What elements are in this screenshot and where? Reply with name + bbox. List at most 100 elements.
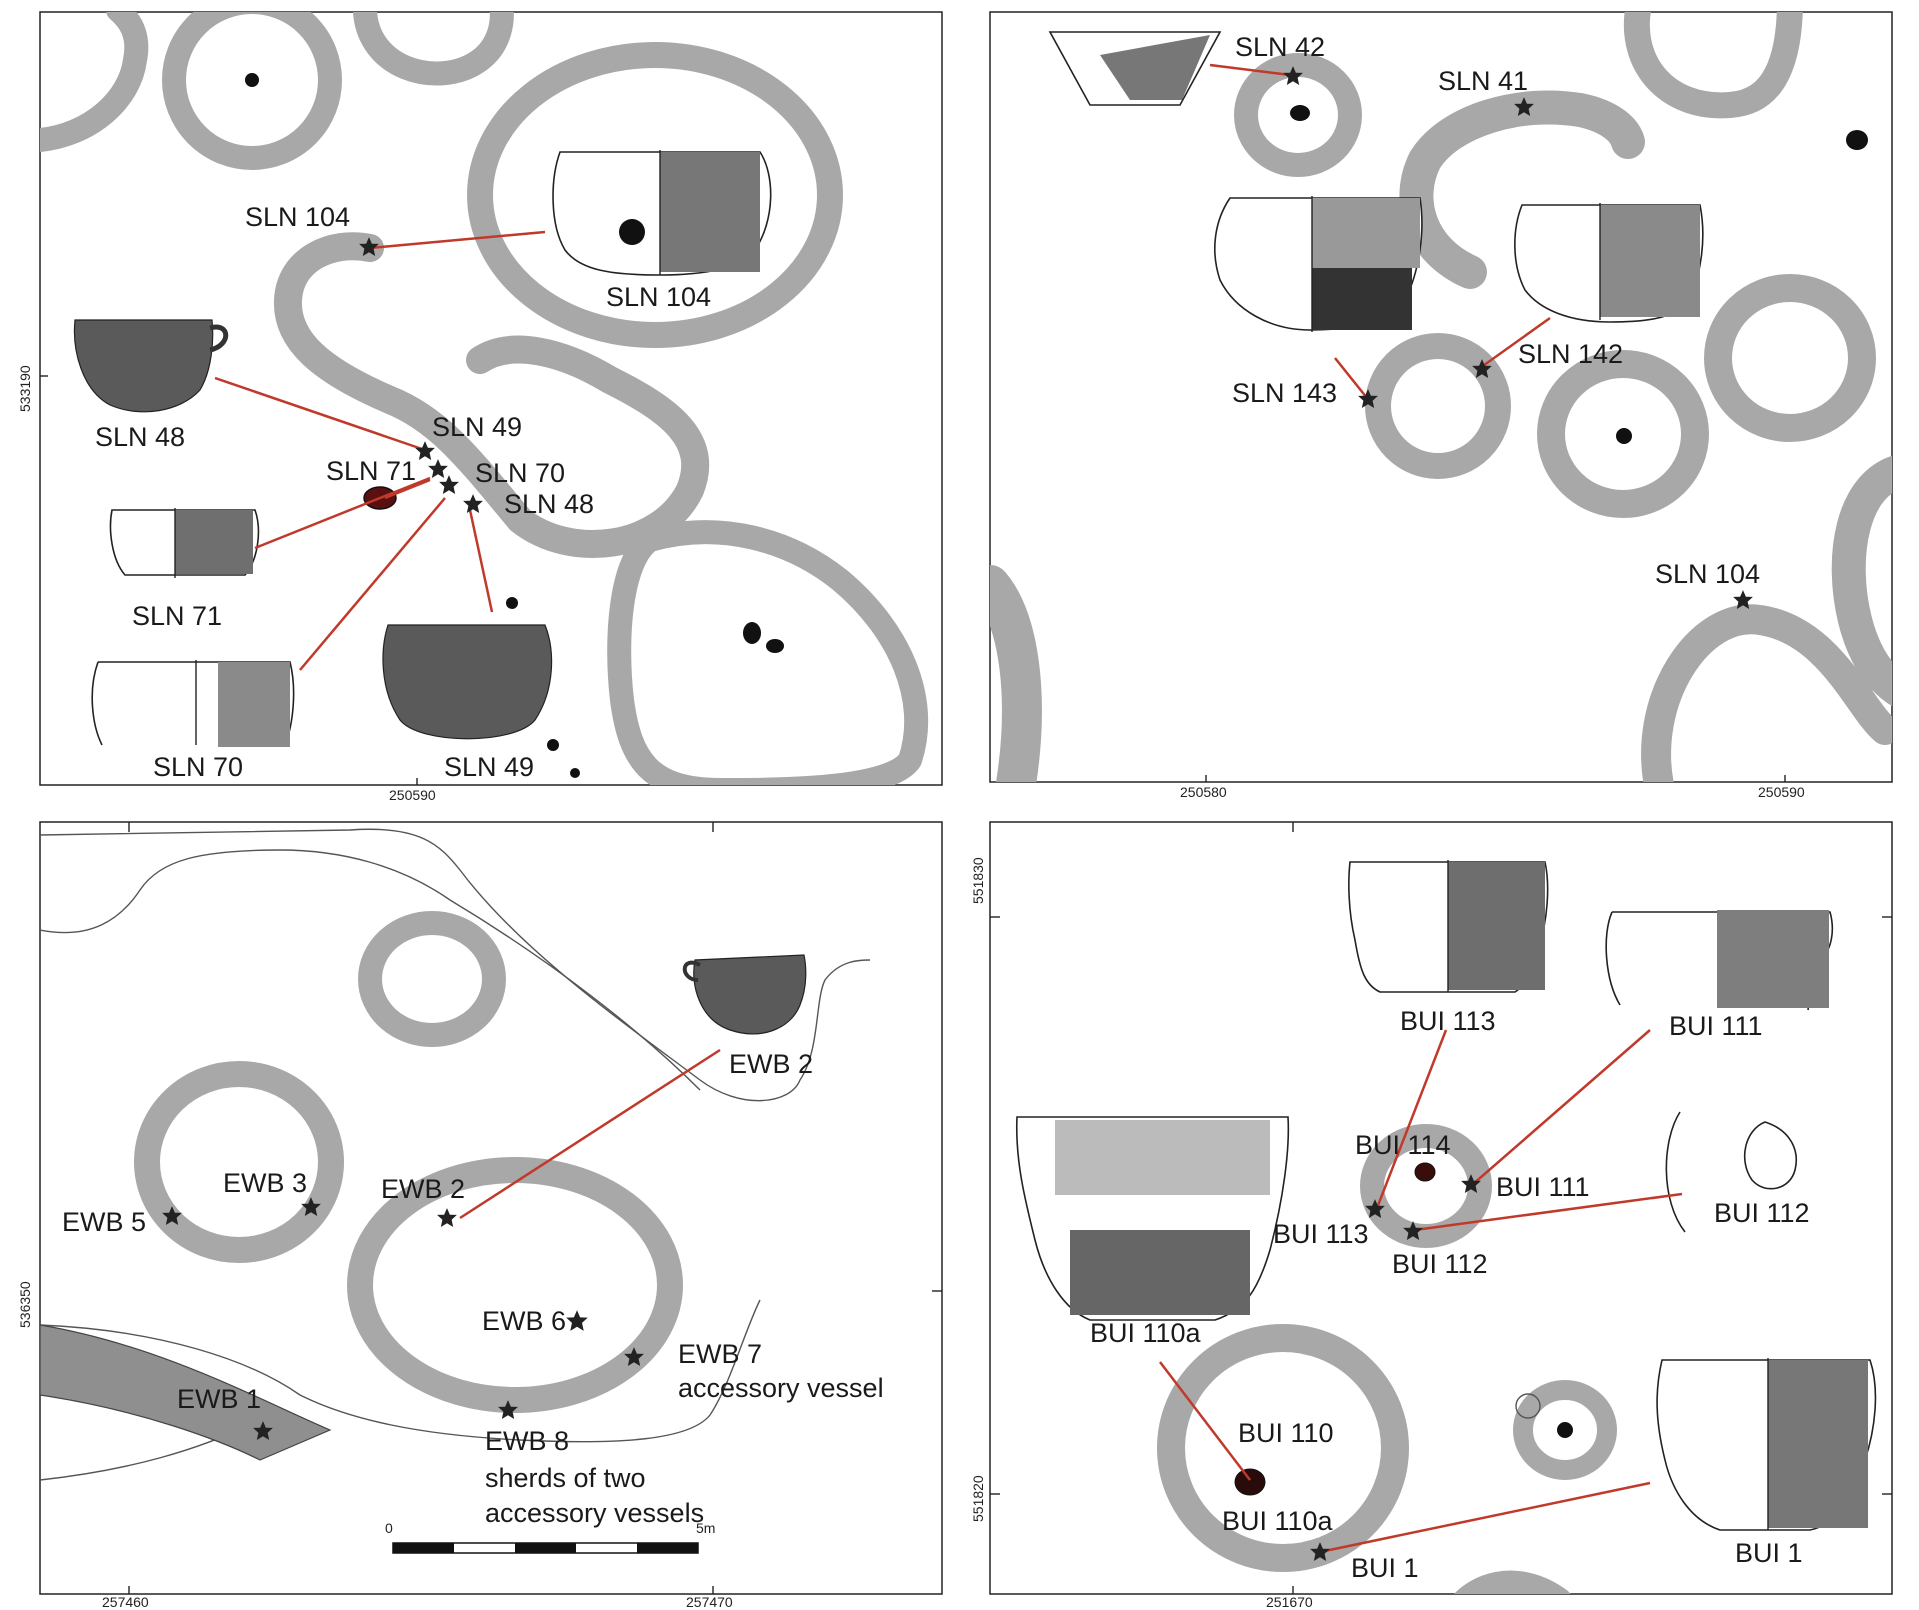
ditch-ring <box>134 1061 344 1263</box>
dot-icon <box>570 768 580 778</box>
coord-y2: 551820 <box>970 1475 986 1522</box>
ditch-ring <box>358 911 506 1047</box>
coord-x2: 250590 <box>1758 784 1805 800</box>
dot-icon <box>1846 130 1868 150</box>
posthole-outline <box>1515 1393 1541 1419</box>
excavation-outline <box>40 1299 761 1443</box>
label-ewb-7-note: accessory vessel <box>678 1373 884 1403</box>
dot-icon <box>766 639 784 653</box>
label-sln-71: SLN 71 <box>326 456 416 486</box>
ditch-ring <box>162 12 342 170</box>
dot-icon <box>1616 428 1632 444</box>
ditch-winding <box>273 232 710 558</box>
pot-icon <box>1048 31 1222 106</box>
link-lines <box>1209 63 1551 399</box>
panel-a: SLN 104 SLN 104 SLN 48 SLN 49 SLN 71 SLN… <box>17 11 943 803</box>
ditch-ring-partial <box>1831 455 1892 706</box>
panel-c: EWB 2 EWB 3 EWB 5 EWB 2 EWB 6 EWB 7 acce… <box>17 821 943 1610</box>
ditch-ring-partial <box>990 565 1042 782</box>
label-bui-113-pot: BUI 113 <box>1400 1006 1496 1036</box>
label-sln-49: SLN 49 <box>432 412 522 442</box>
label-bui-111: BUI 111 <box>1496 1172 1590 1202</box>
ditch-enclosure <box>607 520 929 785</box>
pot-icon <box>1656 1358 1877 1531</box>
coord-y: 536350 <box>17 1281 33 1328</box>
scale-end: 5m <box>696 1520 715 1536</box>
label-bui-110a-pot: BUI 110a <box>1090 1318 1202 1348</box>
label-bui-110a: BUI 110a <box>1222 1506 1334 1536</box>
label-bui-1-pot: BUI 1 <box>1735 1538 1803 1568</box>
label-sln-71-pot: SLN 71 <box>132 601 222 631</box>
pot-icon <box>382 624 553 740</box>
dot-icon <box>547 739 559 751</box>
pot-icon <box>1665 1111 1797 1233</box>
label-bui-113: BUI 113 <box>1273 1219 1369 1249</box>
scale-bar: 0 5m <box>385 1520 715 1554</box>
dot-icon <box>743 622 761 644</box>
pot-icon <box>73 319 229 413</box>
label-sln-142: SLN 142 <box>1518 339 1623 369</box>
label-sln-104: SLN 104 <box>1655 559 1760 589</box>
label-bui-114: BUI 114 <box>1355 1130 1451 1160</box>
coord-x: 251670 <box>1266 1594 1313 1610</box>
label-sln-49-pot: SLN 49 <box>444 752 534 782</box>
label-sln-70: SLN 70 <box>475 458 565 488</box>
label-bui-112: BUI 112 <box>1392 1249 1488 1279</box>
ditch-ring-partial <box>1623 12 1803 119</box>
ditch-ring <box>467 42 843 348</box>
pot-icon <box>1514 203 1704 323</box>
dot-icon <box>1290 105 1310 121</box>
ditch-ring <box>1365 333 1511 479</box>
label-bui-110: BUI 110 <box>1238 1418 1334 1448</box>
label-bui-111-pot: BUI 111 <box>1669 1011 1763 1041</box>
label-ewb-2: EWB 2 <box>381 1174 465 1204</box>
label-ewb-3: EWB 3 <box>223 1168 307 1198</box>
panel-d: BUI 113 BUI 111 BUI 114 BUI 111 BUI 112 … <box>970 821 1893 1610</box>
excavation-outline <box>40 849 701 1091</box>
pot-icon <box>91 660 295 747</box>
label-ewb-5: EWB 5 <box>62 1207 146 1237</box>
panel-b: SLN 42 SLN 41 SLN 142 SLN 143 SLN 104 25… <box>989 11 1893 800</box>
ditch-ring <box>1157 1324 1409 1572</box>
link-lines <box>459 1048 721 1220</box>
pot-icon <box>109 508 260 578</box>
dot-icon <box>506 597 518 609</box>
pot-icon <box>1015 1116 1290 1321</box>
label-ewb-2-pot: EWB 2 <box>729 1049 813 1079</box>
coord-x: 250590 <box>389 787 436 803</box>
ditch-ring <box>1704 274 1876 442</box>
label-bui-1: BUI 1 <box>1351 1553 1419 1583</box>
pot-icon <box>552 150 772 276</box>
label-ewb-8: EWB 8 <box>485 1426 569 1456</box>
pot-icon <box>1348 860 1549 993</box>
coord-x2: 257470 <box>686 1594 733 1610</box>
label-sln-104-top: SLN 104 <box>245 202 350 232</box>
pot-icon <box>682 954 807 1035</box>
ditch-ring-partial <box>40 12 149 152</box>
label-sln-143: SLN 143 <box>1232 378 1337 408</box>
label-ewb-1: EWB 1 <box>177 1384 261 1414</box>
link-lines <box>214 230 546 671</box>
coord-y1: 551830 <box>970 857 986 904</box>
ditch-ring-partial <box>353 12 514 86</box>
coord-x1: 250580 <box>1180 784 1227 800</box>
coord-y: 533190 <box>17 365 33 412</box>
ditch-ring-partial <box>1454 1570 1571 1594</box>
scale-zero: 0 <box>385 1520 393 1536</box>
dot-icon <box>1414 1162 1436 1182</box>
label-ewb-8-note-1: sherds of two <box>485 1463 646 1493</box>
ditch-ring-partial <box>1641 604 1892 782</box>
ditch-ring <box>1234 53 1362 177</box>
pot-icon <box>1214 196 1423 332</box>
label-ewb-7: EWB 7 <box>678 1339 762 1369</box>
label-sln-41: SLN 41 <box>1438 66 1528 96</box>
ditch-arc <box>1399 90 1645 289</box>
label-sln-70-pot: SLN 70 <box>153 752 243 782</box>
dot-icon <box>1557 1422 1573 1438</box>
label-ewb-6: EWB 6 <box>482 1306 566 1336</box>
label-ewb-8-note-2: accessory vessels <box>485 1498 704 1528</box>
ditch-ring <box>1537 350 1709 518</box>
label-bui-112-pot: BUI 112 <box>1714 1198 1810 1228</box>
ditch-ring <box>1360 1124 1492 1248</box>
